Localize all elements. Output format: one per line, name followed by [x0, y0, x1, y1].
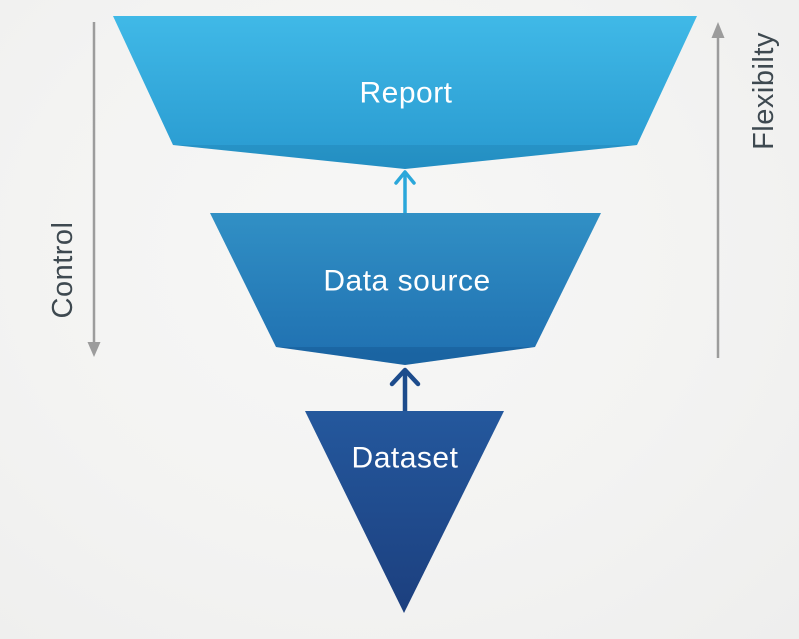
flexibility-axis-label: Flexibilty: [748, 32, 780, 150]
data-source-level-fold-shade: [276, 347, 535, 365]
data-source-label: Data source: [323, 265, 490, 298]
down-arrowhead-icon: [87, 342, 101, 357]
report-level: Report: [113, 16, 697, 169]
control-axis: Control: [47, 22, 101, 357]
data-source-level-shape: [210, 213, 601, 365]
report-level-shape: [113, 16, 697, 169]
arrow-dataset-to-data-source: [389, 367, 421, 411]
dataset-level-shape: [305, 411, 504, 613]
data-source-level: Data source: [210, 213, 601, 365]
flexibility-axis: Flexibilty: [711, 22, 780, 358]
report-level-fold-shade: [173, 145, 637, 169]
dataset-label: Dataset: [352, 442, 459, 475]
up-arrow-head-icon: [394, 170, 416, 185]
control-axis-label: Control: [47, 222, 79, 319]
dataset-level: Dataset: [305, 411, 504, 613]
report-label: Report: [359, 77, 452, 110]
up-arrow-head-icon: [389, 367, 421, 387]
up-arrowhead-icon: [711, 22, 725, 38]
arrow-data-source-to-report: [394, 170, 416, 213]
